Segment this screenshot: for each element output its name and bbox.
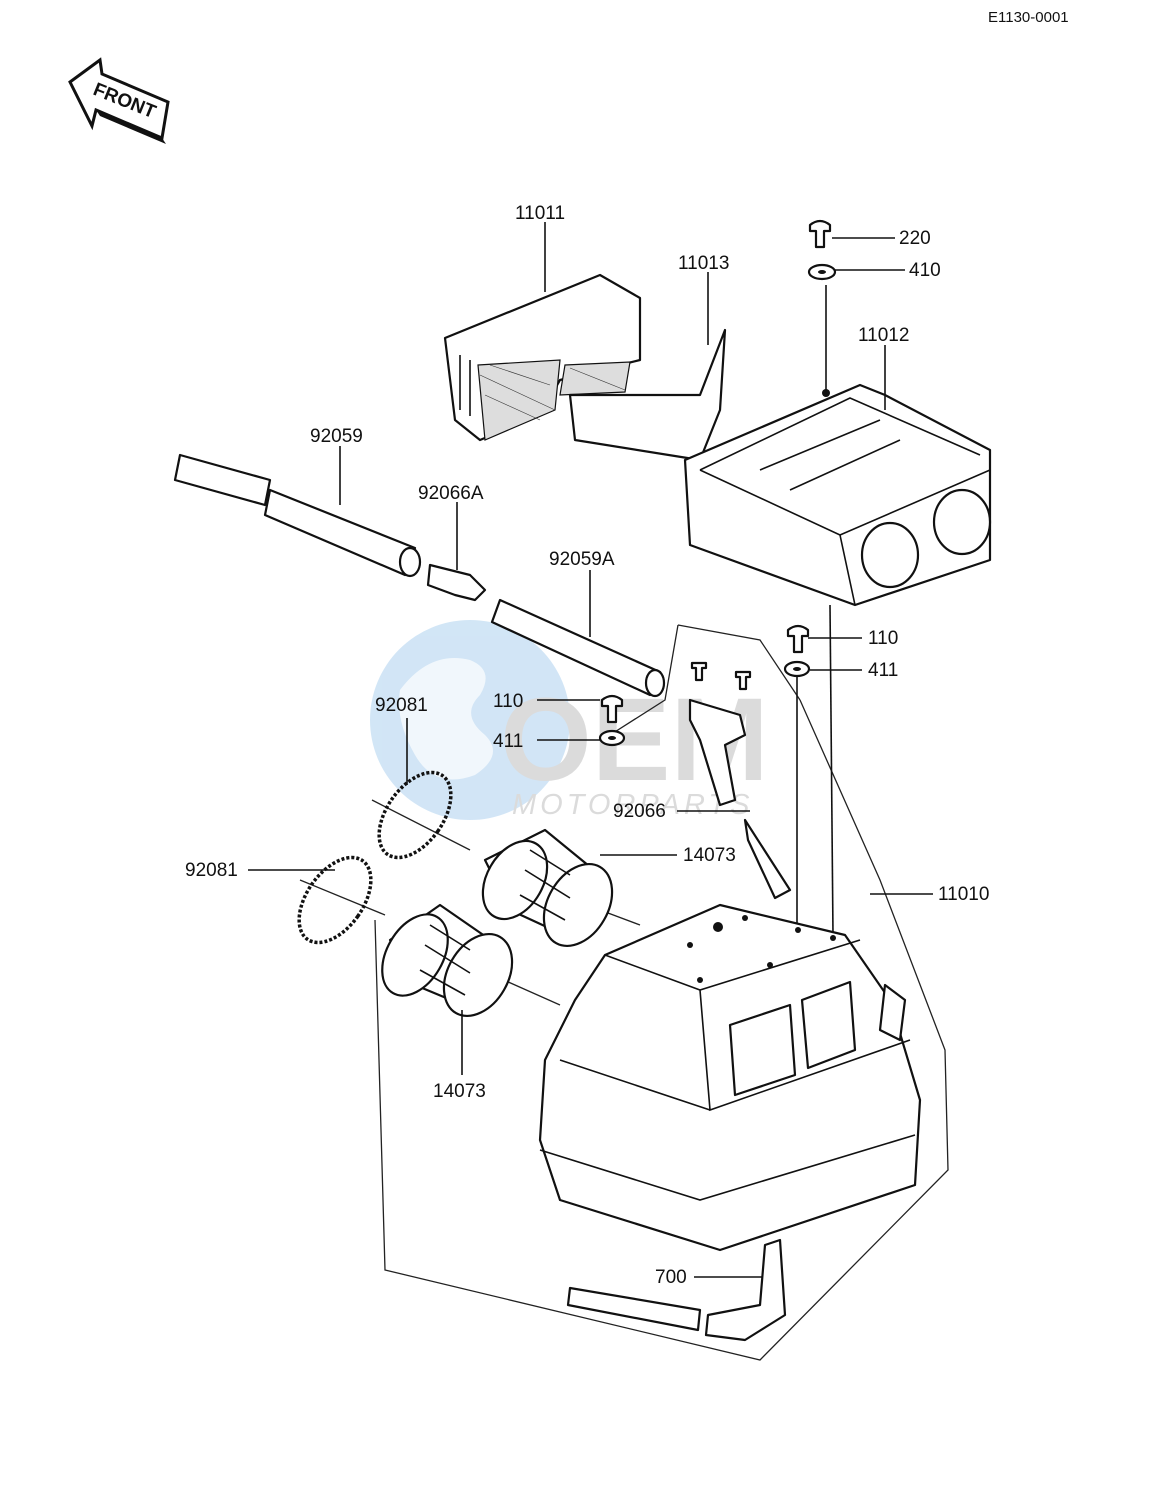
- intake-duct-14073-lower: [381, 903, 514, 1018]
- watermark-globe-icon: [370, 620, 570, 820]
- callout-92066a: 92066A: [418, 483, 484, 504]
- watermark-subtitle: MOTORPARTS: [512, 789, 753, 821]
- callout-92081-upper: 92081: [375, 695, 428, 716]
- washer-411-left: [598, 729, 626, 747]
- air-cleaner-cover: [683, 383, 992, 607]
- callout-14073-lower: 14073: [433, 1081, 486, 1102]
- callout-411-right: 411: [868, 660, 898, 681]
- callout-11012: 11012: [858, 325, 909, 346]
- air-cleaner-case: [538, 903, 922, 1252]
- callout-700: 700: [655, 1267, 687, 1288]
- intake-duct-14073-upper: [481, 828, 614, 948]
- callout-11011: 11011: [515, 203, 565, 224]
- bolt-220: [808, 219, 832, 249]
- guide-line: [829, 604, 834, 936]
- front-direction-arrow-icon: FRONT: [68, 57, 170, 144]
- washer-411-right: [783, 660, 811, 678]
- fitting-92066a: [426, 563, 487, 602]
- callout-11013: 11013: [678, 253, 729, 274]
- callout-411-left: 411: [493, 731, 523, 752]
- drain-hose-700: [566, 1238, 787, 1342]
- small-screws: [690, 661, 752, 691]
- leader-lines: [248, 222, 933, 1278]
- washer-410: [807, 263, 837, 281]
- callout-410: 410: [909, 260, 941, 281]
- callout-92059a: 92059A: [549, 549, 615, 570]
- callout-110-right: 110: [868, 628, 898, 649]
- o-ring-92081-upper: [377, 770, 453, 860]
- hose-92059: [173, 453, 422, 578]
- drain-fitting-92066: [688, 698, 792, 900]
- assembly-dashed-lines: [299, 624, 949, 1361]
- callout-92059: 92059: [310, 426, 363, 447]
- hose-92059a: [490, 598, 666, 698]
- callout-11010: 11010: [938, 884, 989, 905]
- air-filter-element: [443, 273, 727, 462]
- bolt-110-right: [786, 624, 810, 654]
- callout-labels: 11011 11013 220 410 11012 92059 92066A 9…: [185, 203, 989, 1288]
- callout-92081-lower: 92081: [185, 860, 238, 881]
- bolt-110-left: [600, 694, 624, 724]
- callout-220: 220: [899, 228, 931, 249]
- diagram-reference-code: E1130-0001: [988, 9, 1069, 26]
- callout-14073-upper: 14073: [683, 845, 736, 866]
- callout-92066: 92066: [613, 801, 666, 822]
- callout-110-left: 110: [493, 691, 523, 712]
- o-ring-92081-lower: [297, 855, 373, 945]
